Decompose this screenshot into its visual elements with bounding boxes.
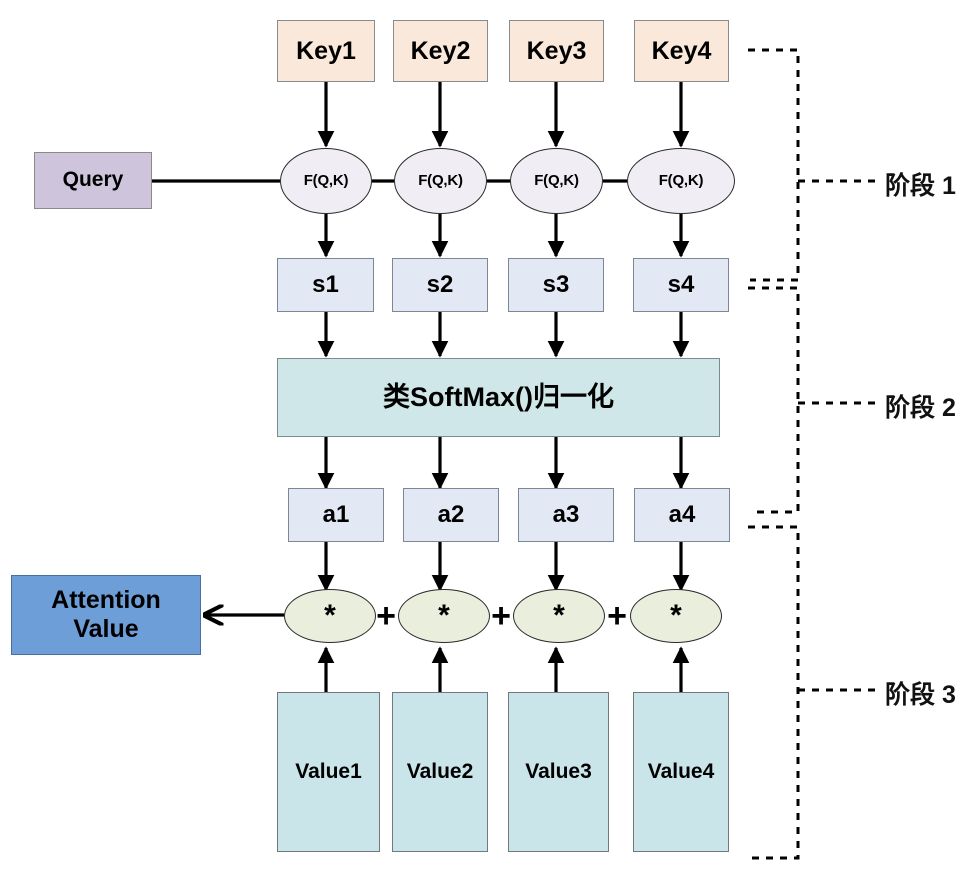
score-box-s2[interactable]: s2 [392,258,488,312]
score-label: s3 [542,271,570,299]
query-box[interactable]: Query [34,152,152,209]
key-box-3[interactable]: Key3 [509,20,604,82]
score-label: s2 [426,271,454,299]
weight-label: a3 [552,501,580,529]
multiply-ellipse-2[interactable]: * [398,589,490,643]
adder-symbol-1: + [373,598,399,634]
value-box-4[interactable]: Value4 [633,692,729,852]
key-box-4[interactable]: Key4 [634,20,729,82]
attention-value-line-2: Value [73,615,139,643]
multiply-ellipse-4[interactable]: * [630,589,722,643]
multiply-symbol: * [553,598,565,632]
stage-label-3: 阶段 3 [885,681,956,709]
score-function-label: F(Q,K) [658,172,704,190]
weight-label: a4 [668,501,696,529]
value-label: Value4 [647,759,715,783]
score-function-ellipse-1[interactable]: F(Q,K) [280,148,372,214]
query-label: Query [62,168,124,192]
score-box-s3[interactable]: s3 [508,258,604,312]
weight-label: a2 [437,501,465,529]
score-function-label: F(Q,K) [534,172,579,190]
value-box-2[interactable]: Value2 [392,692,488,852]
score-label: s4 [667,271,695,299]
key-label: Key3 [526,36,587,65]
key-label: Key4 [651,36,712,65]
value-box-1[interactable]: Value1 [277,692,380,852]
score-function-ellipse-3[interactable]: F(Q,K) [510,148,603,214]
score-box-s1[interactable]: s1 [277,258,374,312]
value-label: Value1 [295,759,362,783]
value-label: Value2 [406,759,474,783]
weight-label: a1 [322,501,350,529]
score-function-ellipse-2[interactable]: F(Q,K) [394,148,487,214]
attention-value-box[interactable]: Attention Value [11,575,201,655]
weight-box-a1[interactable]: a1 [288,488,384,542]
score-function-ellipse-4[interactable]: F(Q,K) [627,148,735,214]
adder-symbol-2: + [488,598,514,634]
score-label: s1 [312,271,339,299]
softmax-normalization-bar[interactable]: 类SoftMax()归一化 [277,358,720,437]
weight-box-a4[interactable]: a4 [634,488,730,542]
score-box-s4[interactable]: s4 [633,258,729,312]
plus-label: + [607,597,627,635]
stage-label-2: 阶段 2 [885,394,956,422]
key-box-2[interactable]: Key2 [393,20,488,82]
plus-label: + [376,597,396,635]
plus-label: + [491,597,511,635]
value-label: Value3 [525,759,592,783]
softmax-label: 类SoftMax()归一化 [383,381,614,412]
score-function-label: F(Q,K) [418,172,463,190]
multiply-ellipse-1[interactable]: * [284,589,376,643]
attention-value-line-1: Attention [51,586,161,615]
key-label: Key1 [296,36,356,65]
key-label: Key2 [410,36,471,65]
key-box-1[interactable]: Key1 [277,20,375,82]
adder-symbol-3: + [604,598,630,634]
score-function-label: F(Q,K) [303,172,349,190]
value-box-3[interactable]: Value3 [508,692,609,852]
stage-label-1: 阶段 1 [885,172,956,200]
weight-box-a3[interactable]: a3 [518,488,614,542]
weight-box-a2[interactable]: a2 [403,488,499,542]
multiply-symbol: * [324,598,336,632]
multiply-symbol: * [438,598,450,632]
multiply-symbol: * [670,598,682,632]
multiply-ellipse-3[interactable]: * [513,589,605,643]
